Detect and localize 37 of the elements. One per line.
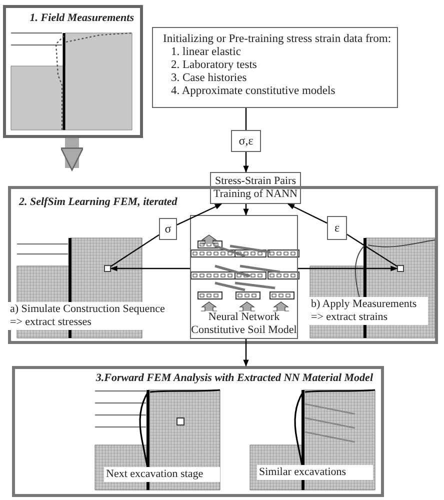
arrow (110, 266, 190, 272)
connector-line (346, 234, 398, 267)
element-marker (104, 265, 111, 272)
connector-line (110, 234, 160, 267)
node-label: Initializing or Pre-training stress strain data from: (163, 33, 392, 46)
list-item: 4. Approximate constitutive models (171, 85, 336, 98)
text-box (152, 27, 398, 108)
panel-heading: 2. SelfSim Learning FEM, iterated (19, 196, 178, 209)
panel (8, 186, 438, 344)
text-box (159, 218, 177, 240)
caption-text: b) Apply Measurements => extract strains (309, 297, 428, 325)
arrow (176, 203, 222, 226)
node-label: ε (333, 222, 341, 234)
list-item: 3. Case histories (171, 72, 247, 85)
arrow (243, 204, 249, 216)
list-item: 1. linear elastic (171, 46, 241, 59)
arrow (243, 152, 249, 173)
arrow (287, 203, 328, 224)
node-label: σ,ε (238, 134, 254, 148)
connector-line (245, 108, 247, 130)
panel-heading: 3.Forward FEM Analysis with Extracted NN Material Model (96, 372, 373, 385)
text-box (190, 215, 298, 339)
arrow (243, 339, 249, 367)
element-marker (397, 265, 404, 272)
text-box (327, 216, 347, 240)
arrow (298, 266, 398, 272)
panel (3, 5, 143, 138)
node-label: σ (164, 222, 172, 236)
text-box (231, 130, 261, 152)
caption-text: Similar excavations (257, 465, 373, 480)
list-item: 2. Laboratory tests (171, 59, 257, 72)
panel-heading: 1. Field Measurements (30, 12, 134, 25)
node-label: Neural Network Constitutive Soil Model (191, 311, 297, 337)
panel (12, 366, 384, 497)
node-label: Stress-Strain Pairs Training of NANN (212, 175, 298, 201)
caption-text: Next excavation stage (104, 467, 220, 482)
block-arrow (60, 138, 84, 171)
